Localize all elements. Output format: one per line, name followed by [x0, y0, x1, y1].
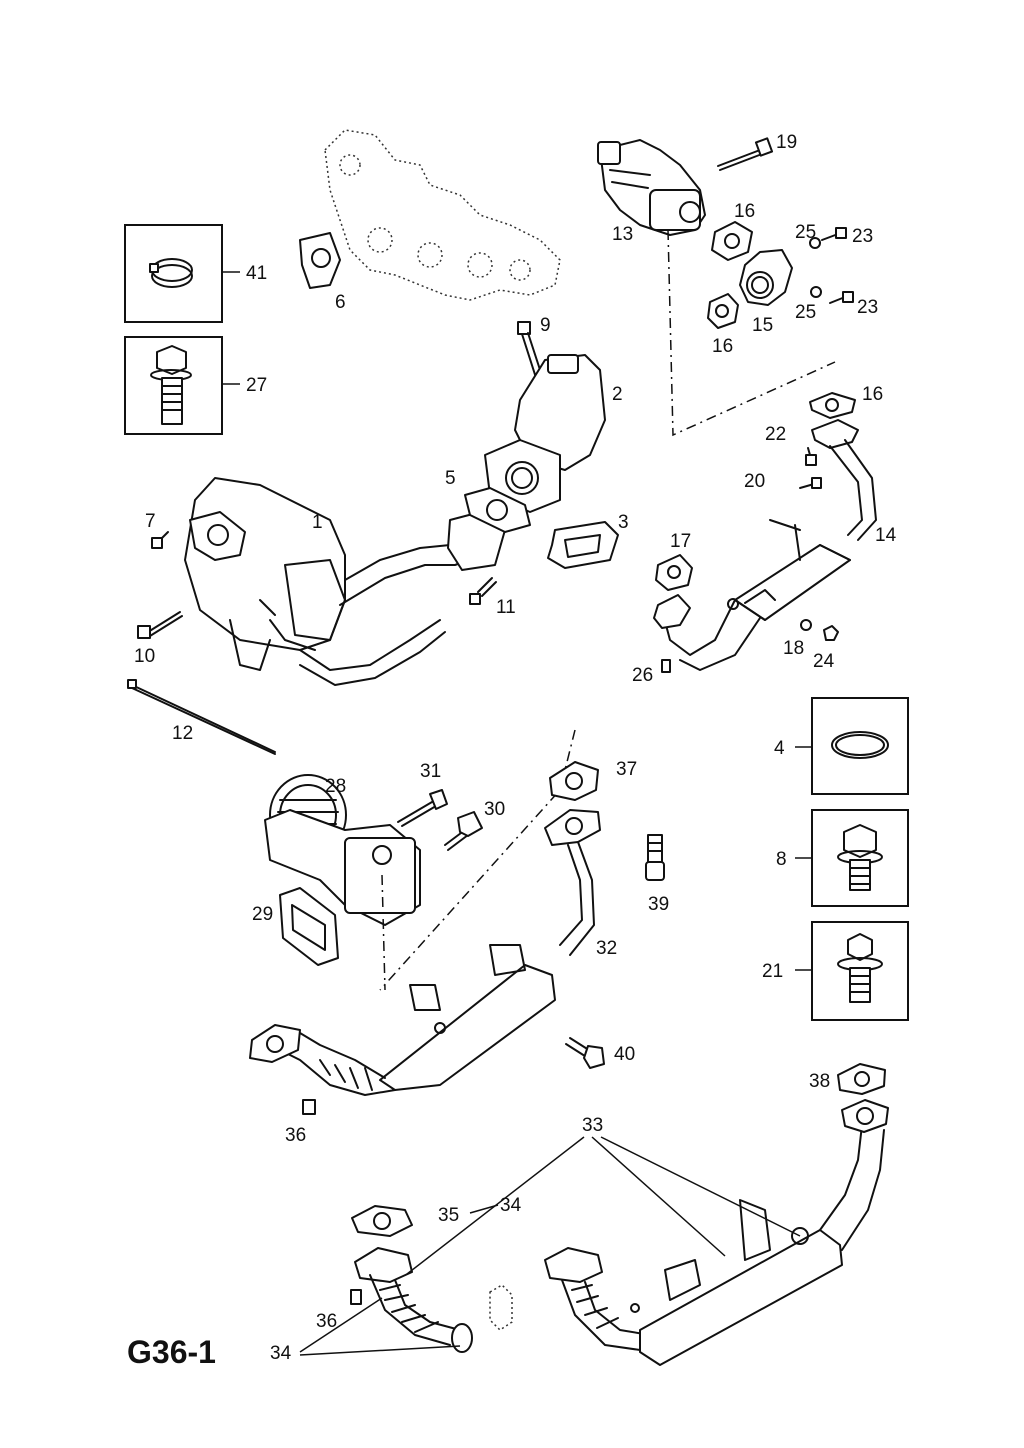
label-35: 35 — [438, 1205, 459, 1226]
pipe-part-15 — [739, 249, 793, 306]
gasket-part-16-middle — [707, 293, 739, 329]
label-17: 17 — [670, 531, 691, 552]
label-20: 20 — [744, 471, 765, 492]
label-24: 24 — [813, 651, 835, 672]
bolt-part-23-lower — [829, 291, 854, 304]
egr-valve-part-13 — [597, 139, 706, 236]
gasket-part-29 — [279, 887, 339, 966]
gasket-part-16-lower — [809, 392, 856, 419]
bolt-part-36-middle — [302, 1099, 316, 1115]
bolt-part-20 — [799, 477, 822, 489]
label-6: 6 — [335, 292, 346, 313]
label-8: 8 — [776, 849, 787, 870]
gasket-part-17 — [655, 554, 693, 591]
nut-part-25-upper — [809, 237, 821, 249]
label-23-upper: 23 — [852, 226, 873, 247]
label-3: 3 — [618, 512, 629, 533]
leader-lines — [222, 271, 812, 1356]
label-5: 5 — [445, 468, 456, 489]
label-26: 26 — [632, 665, 653, 686]
label-1: 1 — [312, 512, 323, 533]
label-14: 14 — [875, 525, 897, 546]
gasket-part-37 — [549, 761, 599, 801]
label-12: 12 — [172, 723, 193, 744]
gasket-part-16-upper — [711, 221, 753, 261]
box-part-21 — [811, 921, 909, 1021]
diagram-code: G36-1 — [127, 1334, 216, 1370]
nut-part-25-lower — [810, 286, 822, 298]
label-33: 33 — [582, 1115, 603, 1136]
label-16-lower: 16 — [862, 384, 883, 405]
gasket-part-3 — [547, 521, 619, 569]
egr-cooler-part-32 — [249, 809, 601, 1096]
label-15: 15 — [752, 315, 773, 336]
label-29: 29 — [252, 904, 273, 925]
label-18: 18 — [783, 638, 804, 659]
label-38: 38 — [809, 1071, 830, 1092]
label-11: 11 — [496, 597, 516, 618]
bolt-part-26 — [661, 659, 671, 673]
assembly-line-middle-vertical — [381, 874, 386, 991]
part-labels: 41 27 6 9 2 5 3 1 7 11 10 12 19 13 16 25… — [127, 132, 897, 1370]
egr-cooler-part-1 — [184, 477, 506, 686]
egr-cooler-part-33 — [544, 1099, 889, 1366]
label-16-upper: 16 — [734, 201, 755, 222]
label-19: 19 — [776, 132, 797, 153]
label-36-middle: 36 — [285, 1125, 306, 1146]
label-7: 7 — [145, 511, 156, 532]
label-39: 39 — [648, 894, 669, 915]
cable-tie-part-12 — [127, 679, 276, 755]
label-25-upper: 25 — [795, 222, 816, 243]
egr-valve-part-28 — [264, 774, 421, 926]
label-32: 32 — [596, 938, 617, 959]
gasket-part-38 — [837, 1063, 886, 1095]
box-part-8 — [811, 809, 909, 907]
egr-valve-part-2 — [484, 354, 606, 513]
label-13: 13 — [612, 224, 633, 245]
label-30: 30 — [484, 799, 505, 820]
label-22: 22 — [765, 424, 786, 445]
clamp-ring-part — [489, 1284, 513, 1331]
box-part-4 — [811, 697, 909, 795]
egr-cooler-part-14 — [653, 419, 877, 671]
label-37: 37 — [616, 759, 637, 780]
exhaust-manifold-part — [299, 129, 561, 301]
bolt-part-10 — [137, 611, 183, 639]
label-34-upper: 34 — [500, 1195, 522, 1216]
label-36-lower: 36 — [316, 1311, 337, 1332]
box-part-27 — [124, 336, 223, 435]
label-31: 31 — [420, 761, 441, 782]
label-16-middle: 16 — [712, 336, 733, 357]
bolt-part-7 — [151, 531, 169, 549]
label-34-lower: 34 — [270, 1343, 292, 1364]
label-25-lower: 25 — [795, 302, 816, 323]
nut-part-18 — [800, 619, 812, 631]
label-23-lower: 23 — [857, 297, 878, 318]
bolt-part-36-lower — [350, 1289, 362, 1305]
label-28: 28 — [325, 776, 346, 797]
assembly-line — [667, 229, 836, 437]
nut-part-24 — [823, 625, 839, 641]
box-part-41 — [124, 224, 223, 323]
pipe-part-34 — [354, 1247, 473, 1353]
bolt-part-11 — [469, 577, 497, 605]
label-2: 2 — [612, 384, 623, 405]
label-27: 27 — [246, 375, 267, 396]
label-41: 41 — [246, 263, 267, 284]
bolt-part-23-upper — [821, 227, 847, 241]
label-40: 40 — [614, 1044, 635, 1065]
bolt-part-31 — [397, 789, 448, 827]
bolt-part-39 — [645, 834, 665, 881]
gasket-part-5 — [464, 487, 531, 533]
label-9: 9 — [540, 315, 551, 336]
label-21: 21 — [762, 961, 783, 982]
bolt-part-22 — [805, 447, 817, 466]
bolt-part-19 — [717, 137, 774, 171]
label-10: 10 — [134, 646, 155, 667]
bolt-part-30 — [444, 811, 483, 851]
label-4: 4 — [774, 738, 785, 759]
gasket-part-35 — [351, 1205, 413, 1237]
bolt-part-40 — [565, 1037, 605, 1069]
